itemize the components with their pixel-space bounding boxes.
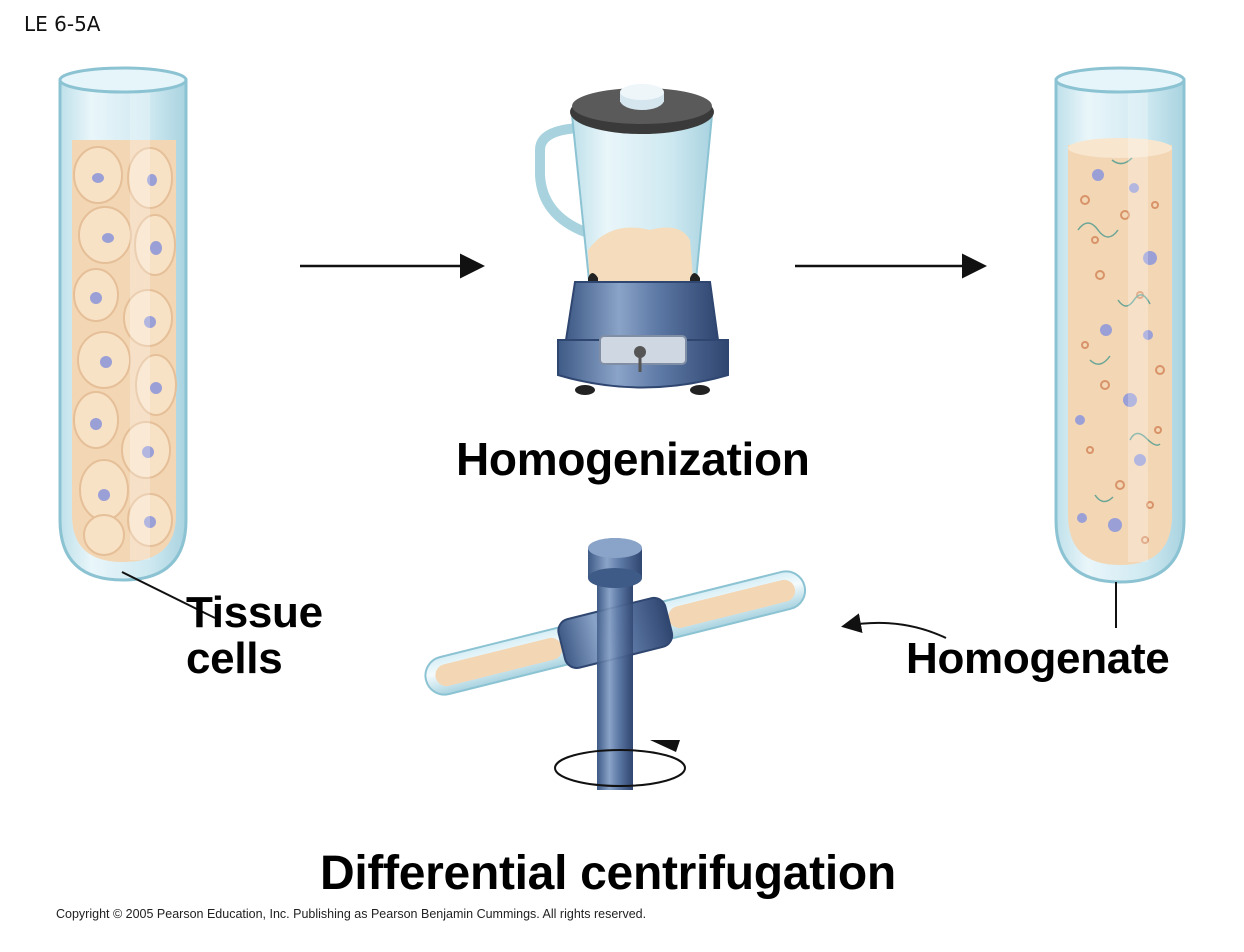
centrifuge-icon [424, 538, 807, 790]
homogenization-label: Homogenization [456, 433, 810, 485]
figure-label: LE 6-5A [24, 12, 101, 36]
tissue-cells-label: Tissue cells [186, 590, 323, 682]
copyright-notice: Copyright © 2005 Pearson Education, Inc.… [56, 907, 647, 921]
blender-icon [535, 84, 729, 395]
tissue-label-line1: Tissue [186, 588, 323, 637]
homogenate-test-tube [1054, 66, 1186, 584]
tissue-label-line2: cells [186, 634, 283, 683]
arrow-to-centrifuge [841, 613, 947, 639]
differential-centrifugation-label: Differential centrifugation [320, 847, 896, 900]
tissue-test-tube [58, 66, 188, 582]
tissue-leader-line [121, 571, 216, 619]
homogenate-label: Homogenate [906, 634, 1170, 683]
